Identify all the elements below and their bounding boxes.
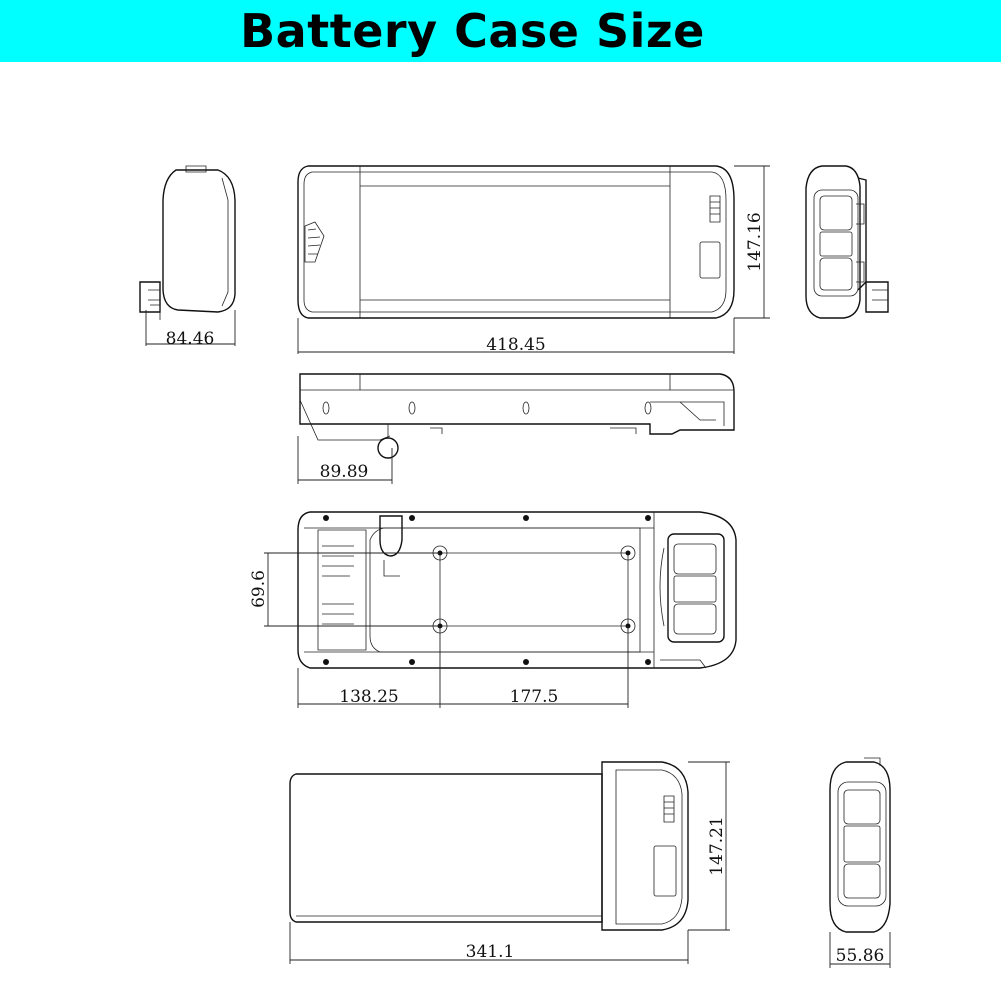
bottom-view	[297, 511, 737, 669]
pack-view	[289, 761, 689, 931]
dim-label-bottom-offset: 138.25	[339, 687, 398, 707]
dim-label-bottom-mount-width: 69.6	[249, 570, 269, 608]
dimension-pack-height	[688, 761, 730, 931]
dim-label-pack-end-width: 55.86	[836, 946, 885, 966]
dim-label-front-height: 89.89	[320, 462, 369, 482]
dim-label-pack-length: 341.1	[466, 942, 515, 962]
dimension-bottom-mount-width	[264, 552, 440, 627]
dim-label-top-height: 147.16	[745, 212, 765, 271]
pack-end-view	[829, 757, 891, 933]
dim-label-top-length: 418.45	[486, 335, 545, 355]
dim-label-side-width: 84.46	[166, 329, 215, 349]
dimension-front-height	[297, 436, 393, 484]
dimension-bottom-offset	[297, 626, 441, 708]
dimension-top-length	[297, 318, 735, 354]
technical-drawing: 84.46 418.45 147.16	[139, 165, 891, 968]
title-banner	[0, 0, 1001, 62]
dim-label-bottom-spacing: 177.5	[510, 687, 559, 707]
dimension-top-height	[734, 165, 770, 319]
page-title: Battery Case Size	[240, 4, 705, 58]
dimension-pack-end-width	[829, 932, 891, 968]
dim-label-pack-height: 147.21	[707, 816, 727, 875]
end-view-left	[139, 165, 236, 320]
top-view	[297, 165, 735, 319]
dimension-pack-length	[289, 922, 689, 964]
dimension-side-width	[145, 310, 236, 346]
dimension-bottom-spacing	[440, 626, 629, 708]
front-view	[299, 373, 735, 459]
end-view-right	[805, 165, 889, 319]
